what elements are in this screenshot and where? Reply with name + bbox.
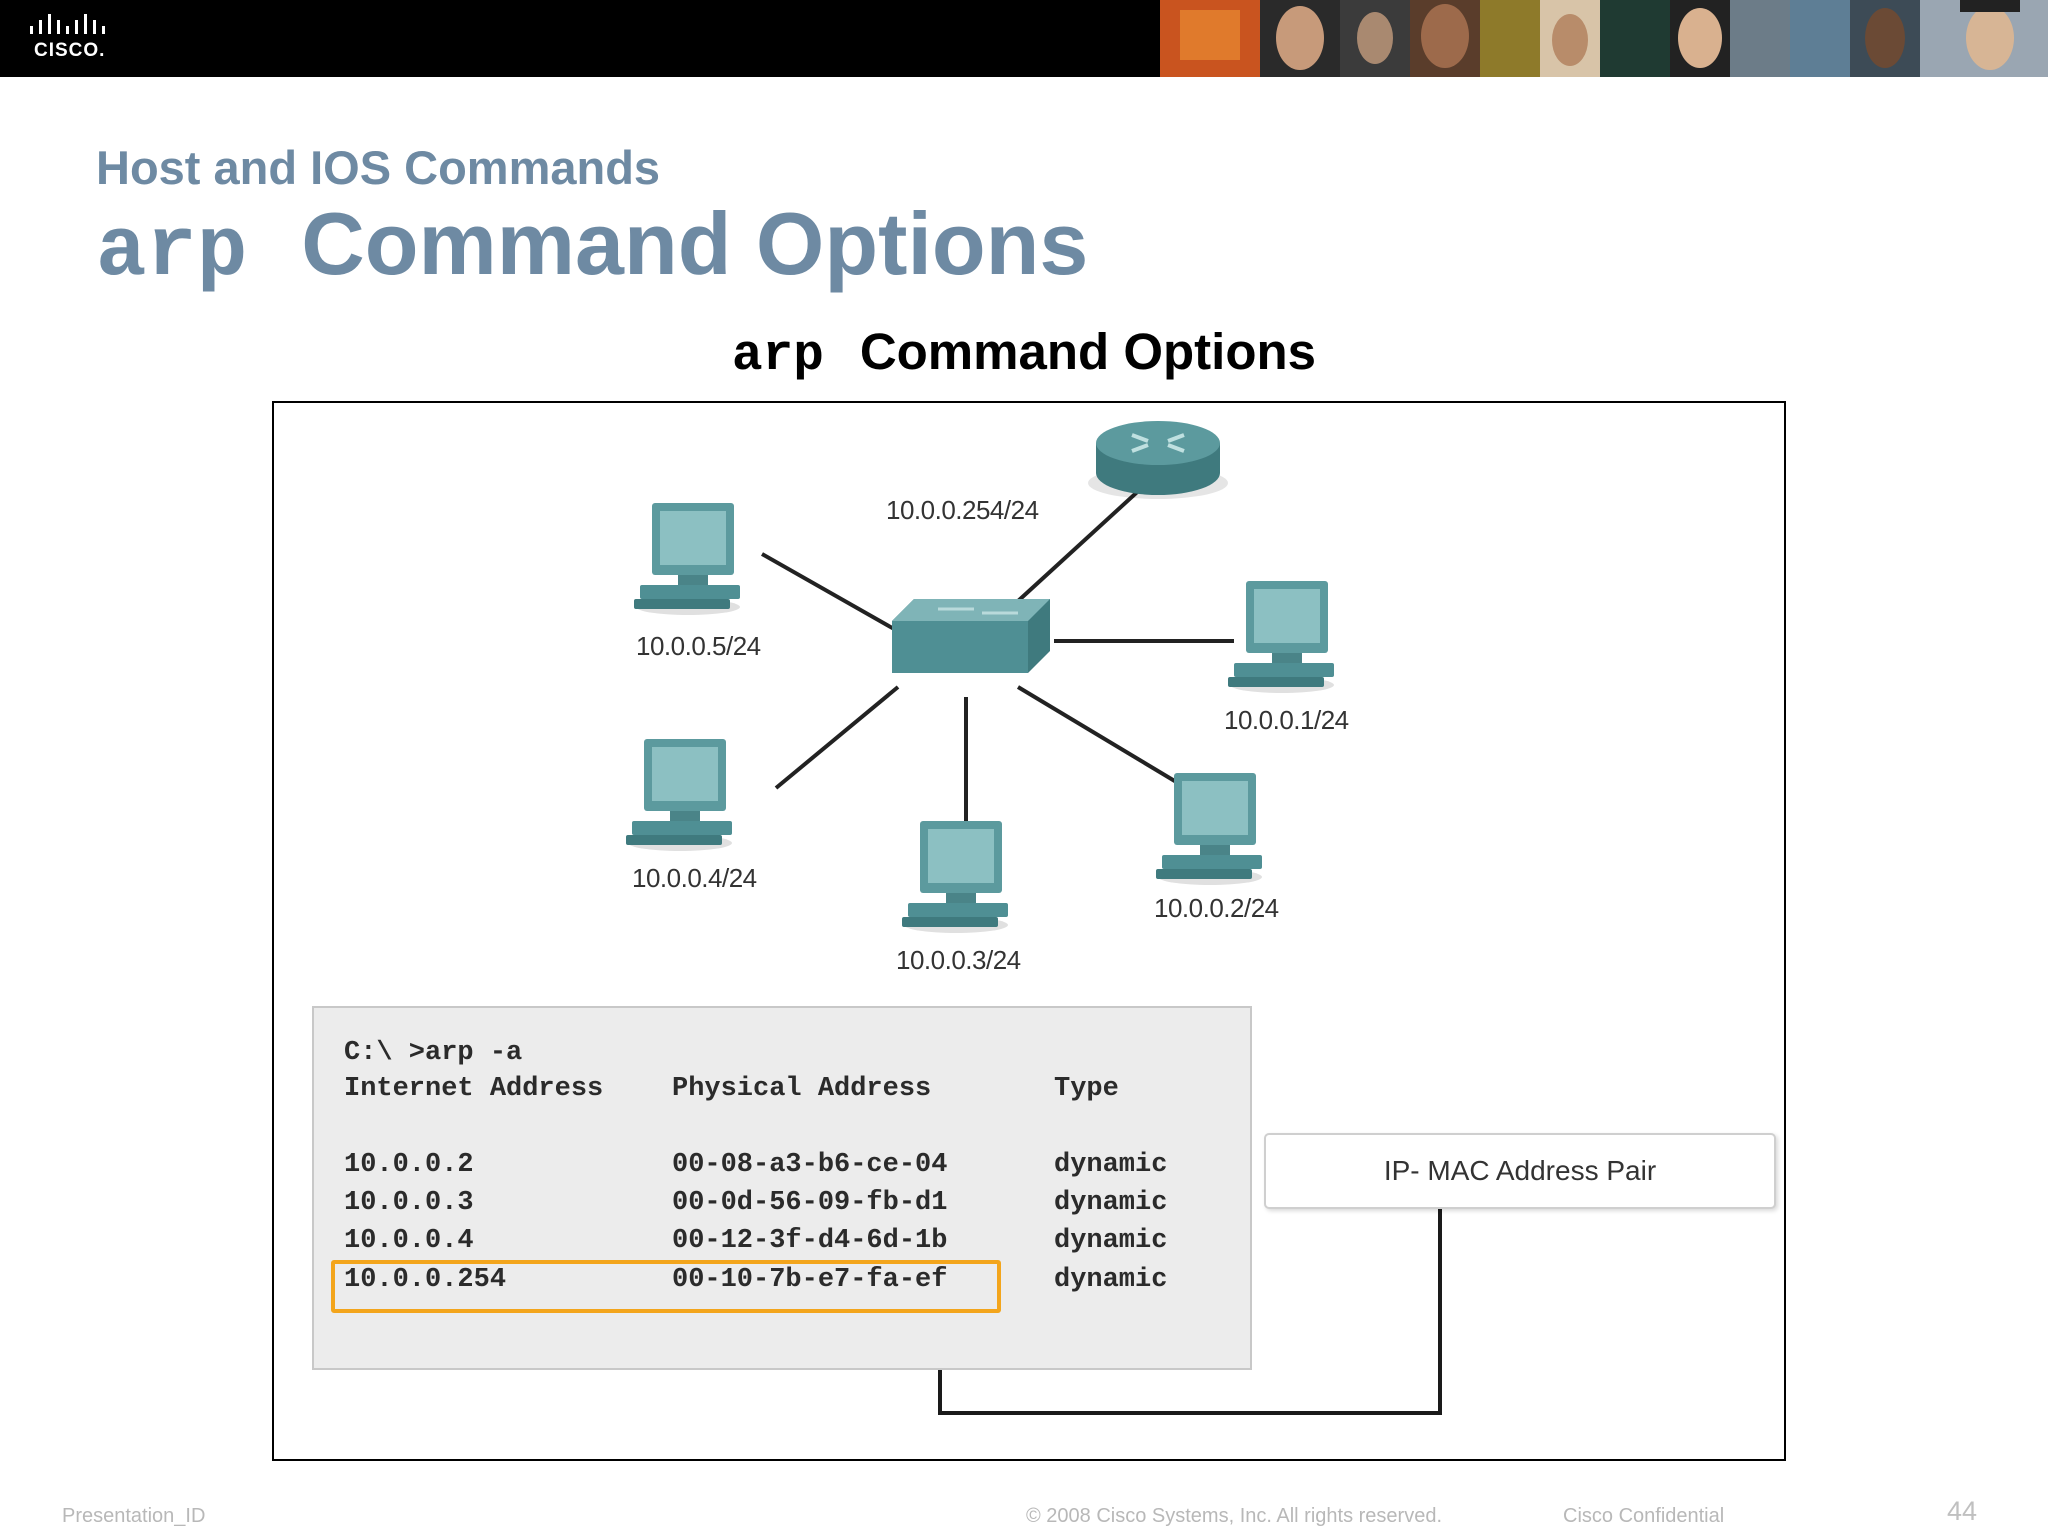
network-diagram <box>626 421 1442 1415</box>
slide-subtitle: Host and IOS Commands <box>96 141 661 194</box>
cisco-logo: CISCO. <box>28 12 128 68</box>
column-header-internet-address: Internet Address <box>344 1074 604 1104</box>
footer-copyright: © 2008 Cisco Systems, Inc. All rights re… <box>1026 1505 1443 1527</box>
network-figure: 10.0.0.254/24 10.0.0.5/24 10.0.0.1/24 10… <box>272 401 1786 1461</box>
arp-row-physical: 00-08-a3-b6-ce-04 <box>672 1150 948 1180</box>
router-icon <box>1088 421 1228 499</box>
pc-icon-top-left <box>634 503 740 615</box>
host-ip-label-bottom: 10.0.0.3/24 <box>896 945 1021 975</box>
footer-confidential: Cisco Confidential <box>1563 1505 1725 1527</box>
arp-row-type: dynamic <box>1054 1226 1168 1256</box>
column-header-physical-address: Physical Address <box>672 1074 932 1104</box>
people-photo-strip <box>1160 0 2048 77</box>
ip-mac-pair-callout: IP- MAC Address Pair <box>1264 1133 1776 1209</box>
arp-row-address: 10.0.0.3 <box>344 1188 474 1218</box>
arp-row-type: dynamic <box>1054 1188 1168 1218</box>
host-ip-label-lower-right: 10.0.0.2/24 <box>1154 893 1279 923</box>
column-header-type: Type <box>1054 1074 1119 1104</box>
page-number: 44 <box>1947 1496 1978 1526</box>
pc-icon-lower-left <box>626 739 732 851</box>
arp-output-terminal: C:\ >arp -a Internet Address Physical Ad… <box>312 1006 1252 1370</box>
arp-row-address: 10.0.0.4 <box>344 1226 474 1256</box>
slide-title-rest: Command Options <box>301 194 1089 293</box>
router-ip-label: 10.0.0.254/24 <box>886 495 1039 525</box>
host-ip-label-top-left: 10.0.0.5/24 <box>636 631 761 661</box>
figure-caption: arp Command Options <box>0 322 2048 385</box>
figure-caption-rest: Command Options <box>859 323 1316 380</box>
terminal-prompt: C:\ >arp -a <box>344 1038 523 1068</box>
host-ip-label-lower-left: 10.0.0.4/24 <box>632 863 757 893</box>
arp-row-type: dynamic <box>1054 1150 1168 1180</box>
arp-row-address-highlighted: 10.0.0.254 <box>344 1265 507 1295</box>
host-ip-label-right: 10.0.0.1/24 <box>1224 705 1349 735</box>
pc-icon-right <box>1228 581 1334 693</box>
arp-row-physical-highlighted: 00-10-7b-e7-fa-ef <box>672 1265 948 1295</box>
arp-row-physical: 00-0d-56-09-fb-d1 <box>672 1188 948 1218</box>
switch-icon <box>892 599 1050 673</box>
arp-row-type: dynamic <box>1054 1265 1168 1295</box>
slide-title-command: arp <box>96 205 248 300</box>
ip-mac-pair-highlight <box>331 1260 1001 1313</box>
top-bar: CISCO. <box>0 0 2048 77</box>
arp-row-address: 10.0.0.2 <box>344 1150 474 1180</box>
cisco-logo-bars-icon <box>30 14 105 34</box>
figure-caption-command: arp <box>732 328 824 385</box>
pc-icon-bottom <box>902 821 1008 933</box>
slide-title: arp Command Options <box>96 194 1088 303</box>
logo-text: CISCO. <box>34 40 106 61</box>
footer-presentation-id: Presentation_ID <box>62 1505 206 1527</box>
arp-row-physical: 00-12-3f-d4-6d-1b <box>672 1226 948 1256</box>
pc-icon-lower-right <box>1156 773 1262 885</box>
